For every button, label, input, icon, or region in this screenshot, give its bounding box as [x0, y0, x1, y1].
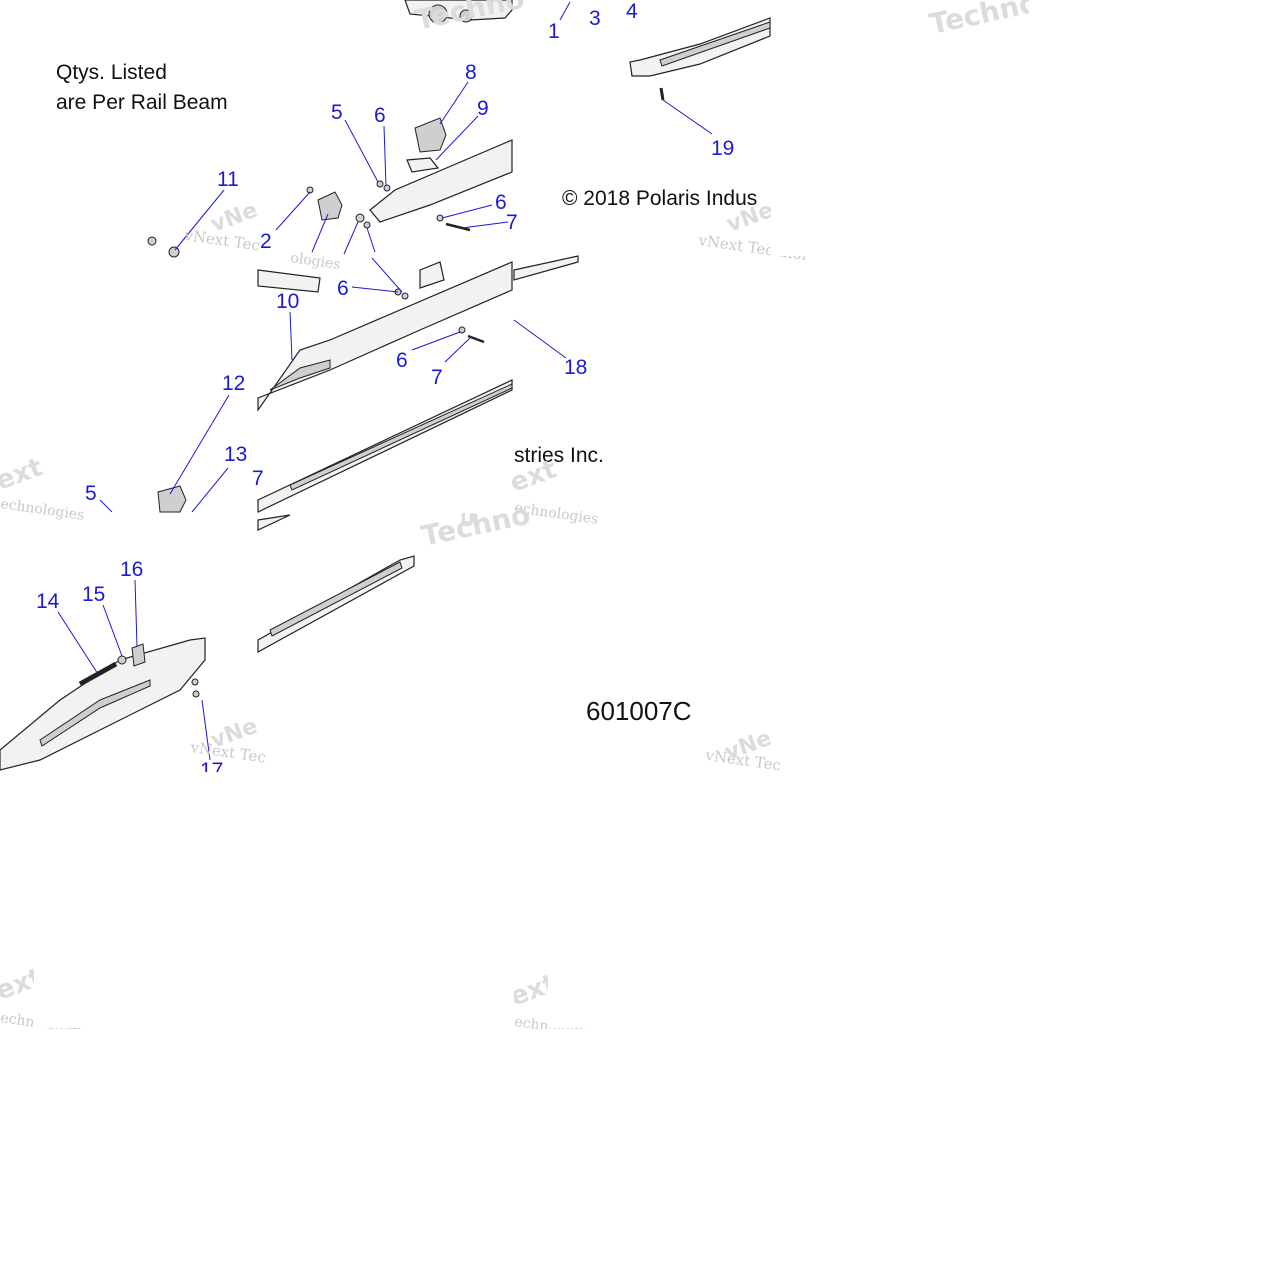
copyright-fragment-a: © 2018 Polaris Indus — [562, 187, 757, 210]
rail-beam-parts — [0, 0, 771, 771]
callout-6c: 6 — [337, 277, 349, 300]
watermark-ologies-1: ologies — [289, 250, 341, 273]
rod — [257, 269, 321, 293]
rail-front-tip — [369, 139, 513, 223]
drawing-code: 601007C — [586, 696, 692, 726]
wear-strip-teeth — [659, 21, 771, 67]
callout-10: 10 — [276, 290, 299, 313]
callout-6: 6 — [374, 104, 386, 127]
copyright-fragment-b: stries Inc. — [514, 444, 604, 467]
callout-1: 1 — [548, 20, 560, 43]
screw-11 — [147, 236, 157, 246]
screw-17b — [192, 690, 200, 698]
bumper-11 — [168, 246, 180, 258]
slide-rail-rear-teeth — [269, 561, 403, 637]
upper-bushing — [428, 4, 448, 24]
callout-7c: 7 — [252, 467, 264, 490]
small-bolt — [306, 186, 314, 194]
washer-6b — [458, 326, 466, 334]
washer-6a — [401, 292, 409, 300]
callout-8: 8 — [465, 61, 477, 84]
screw-17a — [191, 678, 199, 686]
qty-note-line2: are Per Rail Beam — [56, 91, 228, 114]
leader-lines — [57, 1, 713, 761]
bumper-12 — [157, 485, 187, 513]
callout-5: 5 — [331, 101, 343, 124]
callout-13: 13 — [224, 443, 247, 466]
slider-cap — [317, 191, 343, 221]
callout-12: 12 — [222, 372, 245, 395]
rail-rear-cutout — [39, 679, 151, 747]
callout-16: 16 — [120, 558, 143, 581]
callout-14: 14 — [36, 590, 60, 613]
callout-9: 9 — [477, 97, 489, 120]
upper-bolt-head — [459, 9, 473, 23]
watermark-ext-1: ext — [0, 452, 46, 496]
watermark-u: U — [460, 510, 475, 531]
slider-block — [419, 261, 445, 289]
diagram-notes: Qtys. Listed are Per Rail Beam © 2018 Po… — [56, 61, 757, 726]
callout-11: 11 — [217, 168, 239, 191]
callout-15: 15 — [82, 583, 105, 606]
callout-19: 19 — [711, 137, 734, 160]
watermark-techno-1: Techno — [413, 0, 528, 37]
callout-5b: 5 — [85, 482, 97, 505]
callout-2: 2 — [260, 230, 272, 253]
slide-18 — [513, 255, 579, 281]
nut — [376, 180, 384, 188]
callout-3: 3 — [589, 7, 601, 30]
callout-18: 18 — [564, 356, 587, 379]
wear-strip-screw — [659, 87, 665, 101]
slide-clip — [406, 157, 440, 173]
callout-4: 4 — [626, 0, 638, 23]
bolt-7 — [445, 222, 471, 232]
nut-15 — [117, 655, 127, 665]
watermark-vne-1: vNe — [208, 198, 261, 238]
plate-16 — [131, 643, 146, 667]
slide-rail-teeth — [289, 383, 513, 491]
watermark-techno-2: Techno — [927, 0, 1042, 41]
nut-2 — [363, 221, 371, 229]
washer — [383, 184, 391, 192]
watermark-techno-3: Techno — [419, 498, 534, 553]
callout-6b: 6 — [495, 191, 507, 214]
washer-2 — [355, 213, 365, 223]
rail-beam-mid — [257, 261, 513, 412]
bumper-block — [414, 117, 447, 153]
rail-web-cutout — [269, 359, 331, 391]
qty-note-line1: Qtys. Listed — [56, 61, 167, 84]
bolt-7b — [467, 334, 485, 344]
callout-7: 7 — [506, 211, 518, 234]
callout-6d: 6 — [396, 349, 408, 372]
watermark-echnologies-1: echnologies — [0, 496, 85, 524]
callout-7b: 7 — [431, 366, 443, 389]
slide-rail-fragment — [257, 514, 291, 531]
